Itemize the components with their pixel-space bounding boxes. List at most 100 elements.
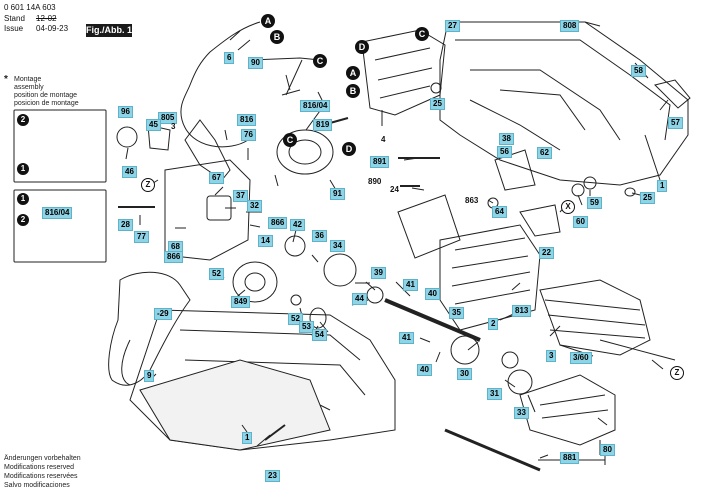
callout-27: 27 [445,20,460,32]
stand-value: 12-02 [36,14,57,23]
modifications-line-2: Modifications reserved [4,464,75,471]
inset-marker-2-bottom: 2 [17,214,29,226]
callout-62: 62 [537,147,552,159]
callout-890: 890 [368,177,382,186]
assembly-note-line-1: Montage [14,76,42,83]
marker-a-cable: A [261,14,275,28]
callout-40-a: 40 [425,288,440,300]
callout-60: 60 [573,216,588,228]
marker-x: X [561,200,575,214]
callout-90: 90 [248,57,263,69]
callout-3-60: 3/60 [570,352,592,364]
callout-67: 67 [209,172,224,184]
part-45 [147,124,171,151]
issue-value: 04-09-23 [36,24,69,33]
armature-outline [539,279,651,356]
callout-14: 14 [258,235,273,247]
inset-marker-2-top: 2 [17,114,29,126]
callout-80: 80 [600,444,615,456]
callout-863: 863 [465,196,479,205]
inset-marker-1-top: 1 [17,163,29,175]
field-coil-outline [439,224,541,331]
callout-2: 2 [488,318,499,330]
callout-41-b: 41 [399,332,414,344]
inset-label-816-04: 816/04 [42,207,73,219]
modifications-line-3: Modifications reservées [4,473,78,480]
callout-23: 23 [265,470,280,482]
gear-35 [450,335,480,365]
callout-36: 36 [312,230,327,242]
callout-59: 59 [587,197,602,209]
stand-label: Stand [4,14,25,23]
callout-805: 805 [158,112,178,124]
assembly-note-line-3: position de montage [14,92,78,99]
callout-6: 6 [224,52,235,64]
callout-76: 76 [241,129,256,141]
callout-53: 53 [299,321,314,333]
chuck-outline [519,374,616,446]
callout-25-top: 25 [430,98,445,110]
callout-34: 34 [330,240,345,252]
callout-77: 77 [134,231,149,243]
handle-outline [108,271,191,386]
callout-46: 46 [122,166,137,178]
motor-housing-outline [129,309,396,451]
gear-849 [232,261,278,303]
callout-35: 35 [449,307,464,319]
assembly-note-line-4: posicion de montage [14,100,79,107]
inset-box-top [13,109,107,183]
issue-label: Issue [4,24,24,33]
marker-z-left: Z [141,178,155,192]
callout-32: 32 [247,200,262,212]
callout-41-a: 41 [403,279,418,291]
marker-b-switch: B [346,84,360,98]
callout-31: 31 [487,388,502,400]
cable-line [180,21,261,148]
callout-816: 816 [237,114,257,126]
callout-91: 91 [330,188,345,200]
callout-866-a: 866 [268,217,288,229]
callout-58: 58 [631,65,646,77]
callout-54: 54 [312,329,327,341]
callout-33: 33 [514,407,529,419]
callout-808: 808 [560,20,580,32]
marker-b-cable: B [270,30,284,44]
doc-number: 0 601 14A 603 [4,3,56,12]
callout-22: 22 [539,247,554,259]
callout-40-b: 40 [417,364,432,376]
part-57 [654,79,691,109]
marker-c-switch: C [415,27,429,41]
inset-marker-1-bottom: 1 [17,193,29,205]
assembly-star: * [4,74,8,85]
modifications-line-4: Salvo modificaciones [4,482,70,489]
housing-808-outline [439,21,689,186]
part-22 [519,204,561,237]
marker-z-right: Z [670,366,684,380]
callout-45: 45 [146,119,161,131]
assembly-note-line-2: assembly [14,84,44,91]
callout-866-b: 866 [164,251,184,263]
part-56 [494,149,536,191]
callout-1-top: 1 [657,180,668,192]
callout-29: -29 [154,308,172,320]
callout-96: 96 [118,106,133,118]
callout-816-04-top: 816/04 [300,100,331,112]
brush-frame [397,194,461,259]
inset-box-bottom [13,189,107,263]
callout-819: 819 [313,119,333,131]
callout-24: 24 [390,185,399,194]
callout-891: 891 [370,156,390,168]
callout-1-bottom: 1 [242,432,253,444]
callout-56: 56 [497,146,512,158]
marker-d-brush: D [342,142,356,156]
callout-42: 42 [290,219,305,231]
callout-4: 4 [381,135,386,144]
gear-34 [323,253,357,287]
callout-813: 813 [512,305,532,317]
callout-44: 44 [352,293,367,305]
marker-c-cable: C [313,54,327,68]
callout-28: 28 [118,219,133,231]
chuck-key [444,428,541,472]
